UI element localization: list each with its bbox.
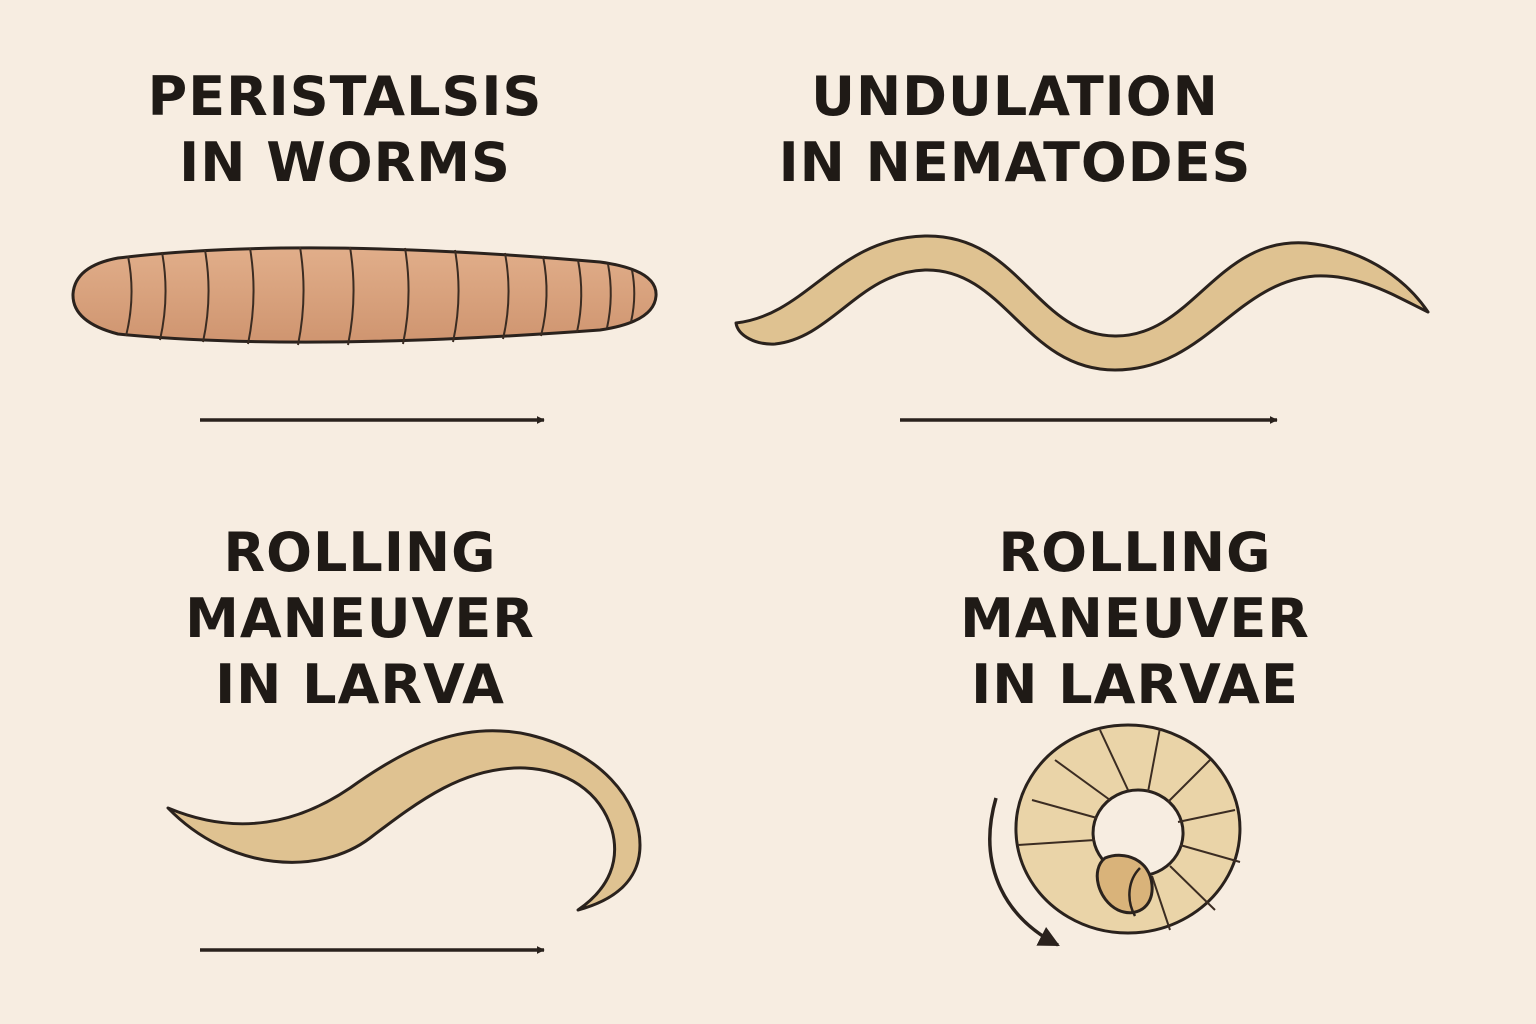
earthworm-body <box>71 246 658 344</box>
earthworm-segments <box>125 246 636 346</box>
title-line: IN NEMATODES <box>778 131 1252 194</box>
larva-coiled-segments <box>1017 727 1241 931</box>
larva-head-mark <box>1128 867 1141 917</box>
larva-curling <box>166 729 642 912</box>
larva-coiled <box>1014 723 1242 935</box>
title-line: PERISTALSIS <box>147 65 543 128</box>
title-line: IN LARVAE <box>971 653 1299 716</box>
title-line: ROLLING <box>998 521 1272 584</box>
title-line: UNDULATION <box>811 65 1219 128</box>
title-rolling-larva: ROLLING MANEUVER IN LARVA <box>110 520 610 718</box>
rotation-arrow <box>988 797 1060 947</box>
nematode <box>734 234 1430 372</box>
title-rolling-larvae: ROLLING MANEUVER IN LARVAE <box>885 520 1385 718</box>
title-line: ROLLING <box>223 521 497 584</box>
title-line: IN LARVA <box>215 653 505 716</box>
title-undulation: UNDULATION IN NEMATODES <box>765 64 1265 196</box>
earthworm <box>71 246 658 346</box>
title-line: MANEUVER <box>185 587 535 650</box>
title-line: IN WORMS <box>179 131 511 194</box>
title-line: MANEUVER <box>960 587 1310 650</box>
title-peristalsis: PERISTALSIS IN WORMS <box>95 64 595 196</box>
